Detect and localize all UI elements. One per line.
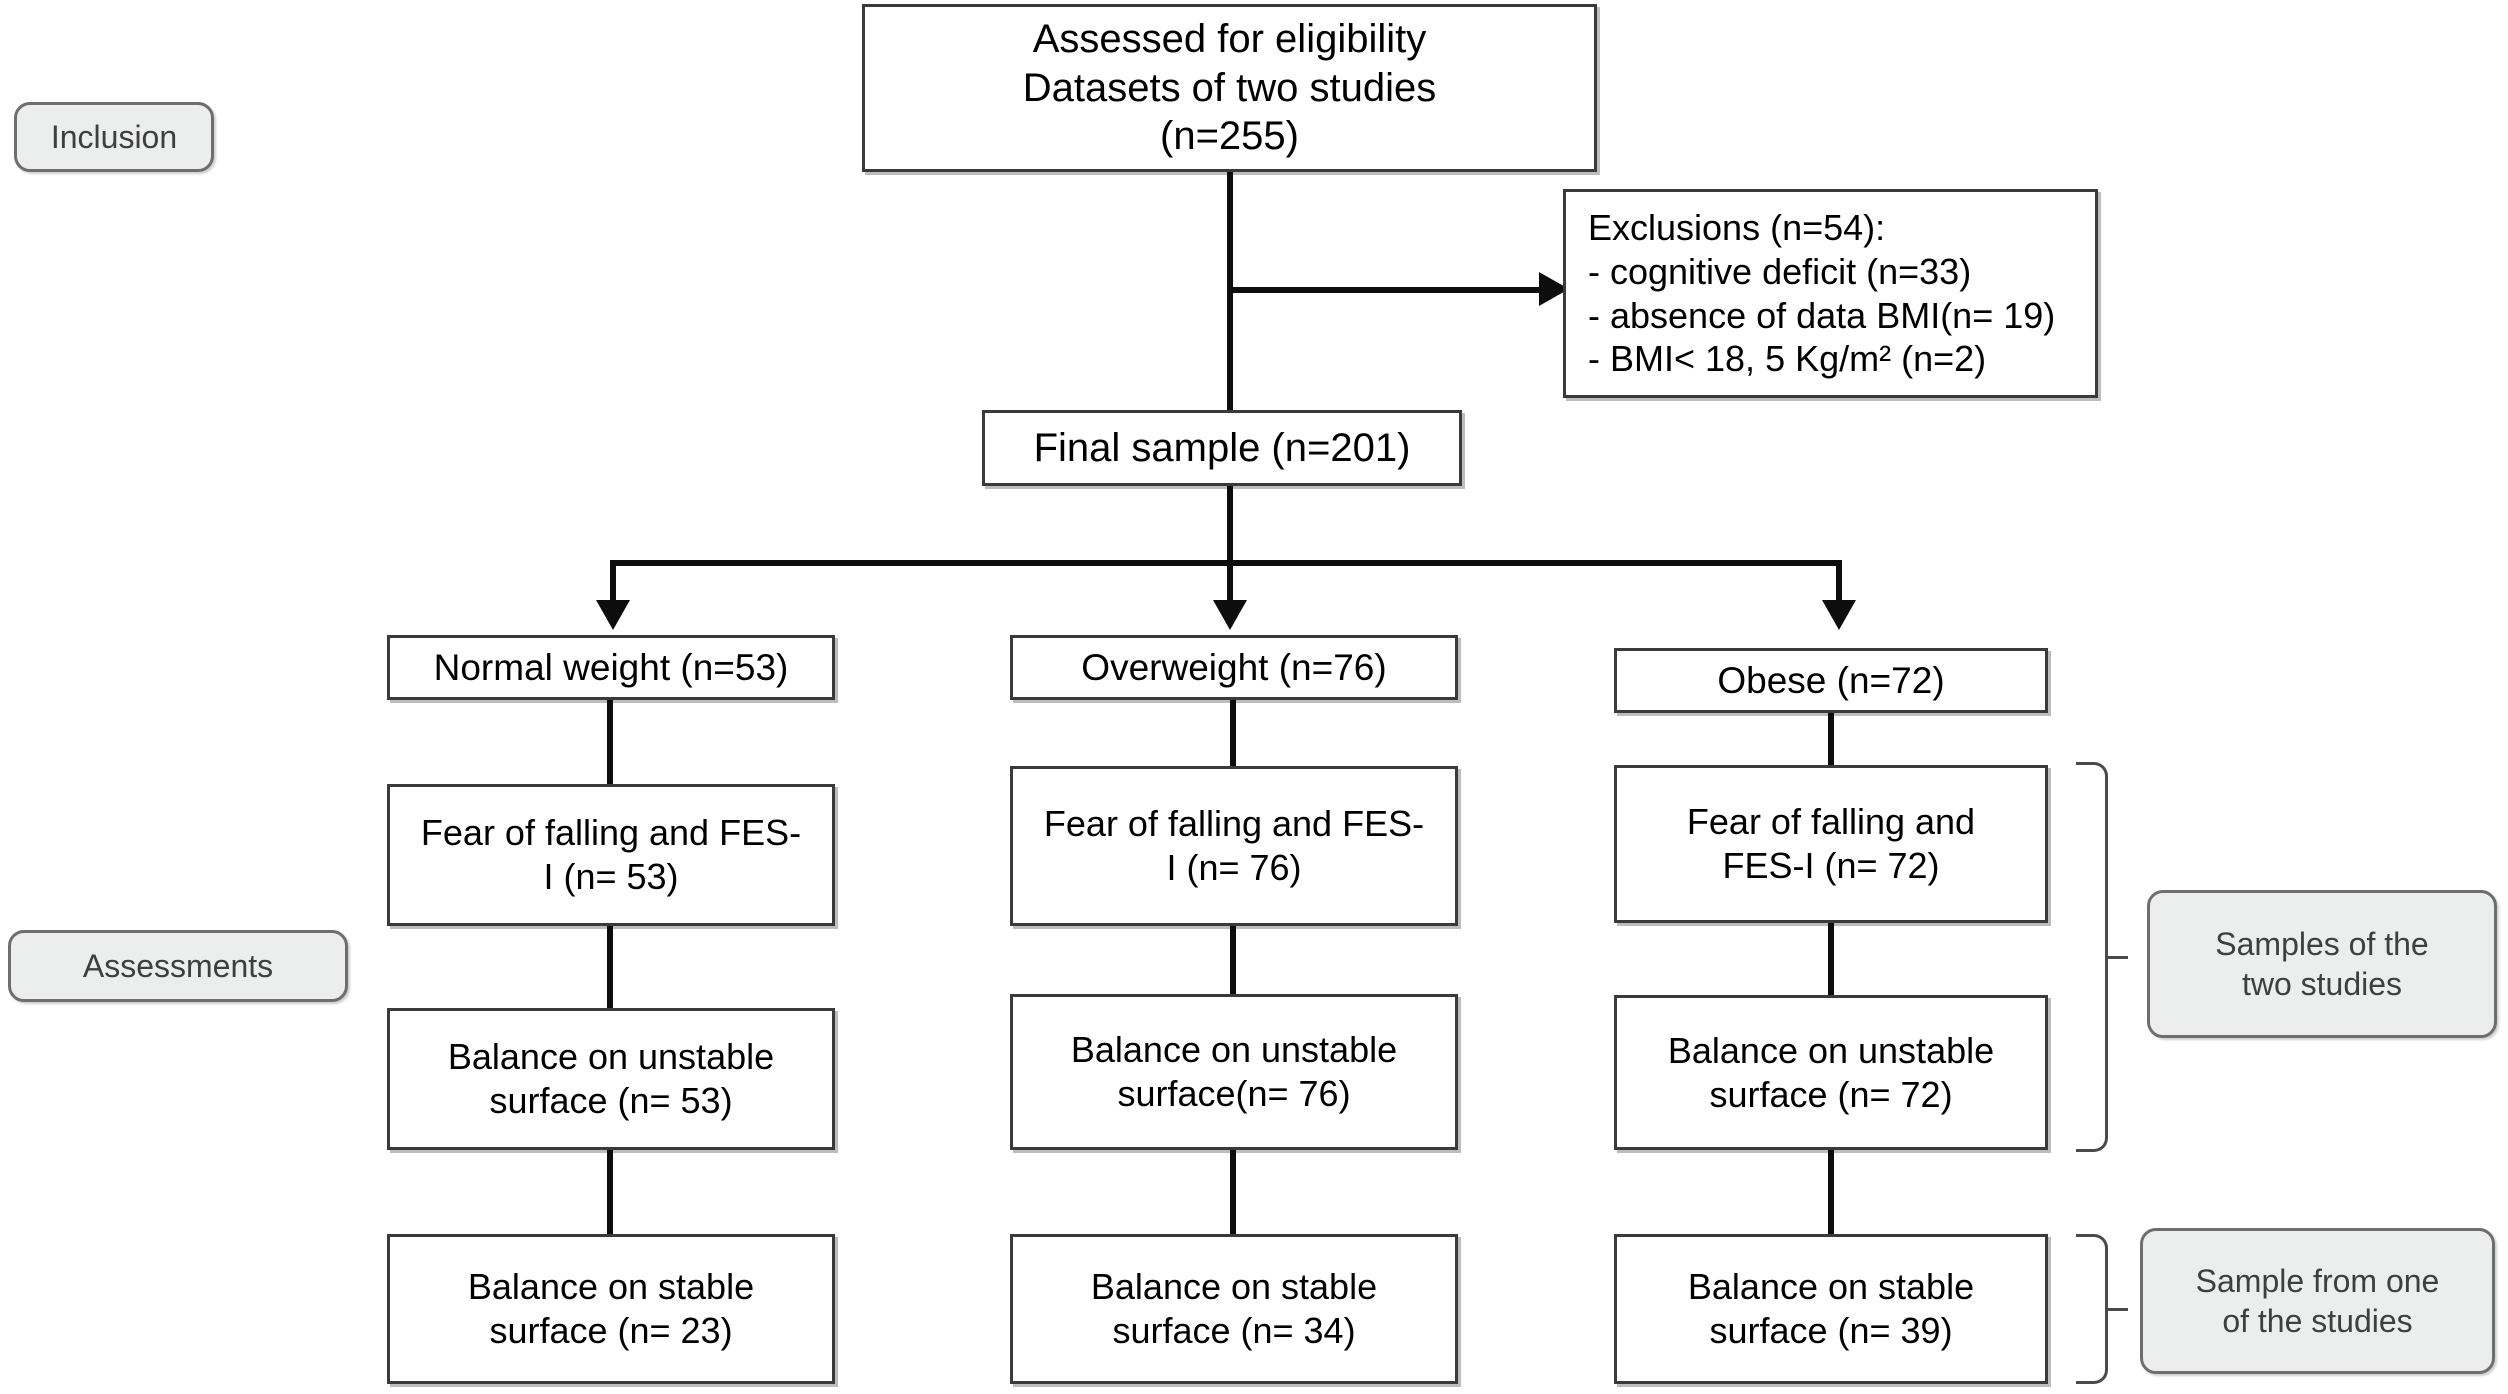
group-box-normal-weight-text: Normal weight (n=53) — [433, 646, 789, 688]
connector-c2-r1 — [1230, 926, 1236, 994]
cell-text: Balance on unstable surface (n= 72) — [1667, 1029, 1995, 1115]
connector-final-to-branch — [1227, 486, 1233, 566]
branch-drop-3 — [1836, 560, 1842, 605]
annotation-samples-two-studies-text: Samples of the two studies — [2215, 926, 2429, 1002]
connector-c1-r1 — [607, 926, 613, 1008]
bracket-samples-two-studies — [2076, 762, 2108, 1152]
branch-bar — [610, 560, 1842, 566]
branch-drop-1 — [610, 560, 616, 605]
connector-c3-r2 — [1828, 1150, 1834, 1234]
group-box-obese: Obese (n=72) — [1614, 648, 2048, 713]
cell-text: Balance on stable surface (n= 39) — [1687, 1266, 1975, 1351]
arrow-down-icon-1 — [596, 600, 630, 630]
cell-obese-balance-unstable: Balance on unstable surface (n= 72) — [1614, 995, 2048, 1150]
stage-label-inclusion: Inclusion — [14, 102, 214, 172]
arrow-down-icon-3 — [1822, 600, 1856, 630]
cell-text: Fear of falling and FES- I (n= 76) — [1043, 803, 1425, 888]
stage-label-assessments-text: Assessments — [82, 948, 274, 984]
group-box-obese-text: Obese (n=72) — [1717, 659, 1945, 701]
cell-text: Balance on stable surface (n= 23) — [467, 1266, 755, 1351]
group-box-overweight: Overweight (n=76) — [1010, 635, 1458, 700]
cell-overweight-balance-unstable: Balance on unstable surface(n= 76) — [1010, 994, 1458, 1150]
cell-text: Balance on unstable surface (n= 53) — [447, 1036, 775, 1121]
connector-c2-r0 — [1230, 700, 1236, 766]
exclusions-text: Exclusions (n=54): - cognitive deficit (… — [1588, 206, 2056, 380]
annotation-samples-two-studies: Samples of the two studies — [2147, 890, 2497, 1038]
connector-c1-r2 — [607, 1150, 613, 1234]
connector-c3-r0 — [1828, 713, 1834, 765]
connector-c2-r2 — [1230, 1150, 1236, 1234]
bracket-tick-lower — [2106, 1308, 2128, 1311]
connector-to-exclusions — [1227, 287, 1542, 293]
connector-c3-r1 — [1828, 923, 1834, 995]
cell-text: Fear of falling and FES-I (n= 72) — [1686, 801, 1976, 886]
cell-overweight-balance-stable: Balance on stable surface (n= 34) — [1010, 1234, 1458, 1384]
assessed-for-eligibility-text: Assessed for eligibility Datasets of two… — [1022, 16, 1437, 159]
stage-label-inclusion-text: Inclusion — [50, 119, 178, 155]
cell-overweight-fear-of-falling: Fear of falling and FES- I (n= 76) — [1010, 766, 1458, 926]
cell-normal-weight-balance-unstable: Balance on unstable surface (n= 53) — [387, 1008, 835, 1150]
assessed-for-eligibility-box: Assessed for eligibility Datasets of two… — [862, 4, 1597, 172]
bracket-tick-upper — [2106, 956, 2128, 959]
group-box-normal-weight: Normal weight (n=53) — [387, 635, 835, 700]
arrow-down-icon-2 — [1213, 600, 1247, 630]
cell-text: Fear of falling and FES- I (n= 53) — [420, 812, 802, 897]
exclusions-box: Exclusions (n=54): - cognitive deficit (… — [1563, 189, 2098, 398]
cell-normal-weight-fear-of-falling: Fear of falling and FES- I (n= 53) — [387, 784, 835, 926]
cell-obese-balance-stable: Balance on stable surface (n= 39) — [1614, 1234, 2048, 1384]
final-sample-box: Final sample (n=201) — [982, 410, 1462, 486]
cell-normal-weight-balance-stable: Balance on stable surface (n= 23) — [387, 1234, 835, 1384]
stage-label-assessments: Assessments — [8, 930, 348, 1002]
cell-text: Balance on unstable surface(n= 76) — [1070, 1029, 1398, 1114]
connector-c1-r0 — [607, 700, 613, 784]
group-box-overweight-text: Overweight (n=76) — [1081, 646, 1387, 688]
annotation-sample-one-study-text: Sample from one of the studies — [2195, 1263, 2440, 1339]
cell-text: Balance on stable surface (n= 34) — [1090, 1266, 1378, 1351]
bracket-sample-one-study — [2076, 1234, 2108, 1384]
final-sample-text: Final sample (n=201) — [1033, 425, 1411, 470]
branch-drop-2 — [1227, 560, 1233, 605]
cell-obese-fear-of-falling: Fear of falling and FES-I (n= 72) — [1614, 765, 2048, 923]
annotation-sample-one-study: Sample from one of the studies — [2140, 1228, 2495, 1374]
